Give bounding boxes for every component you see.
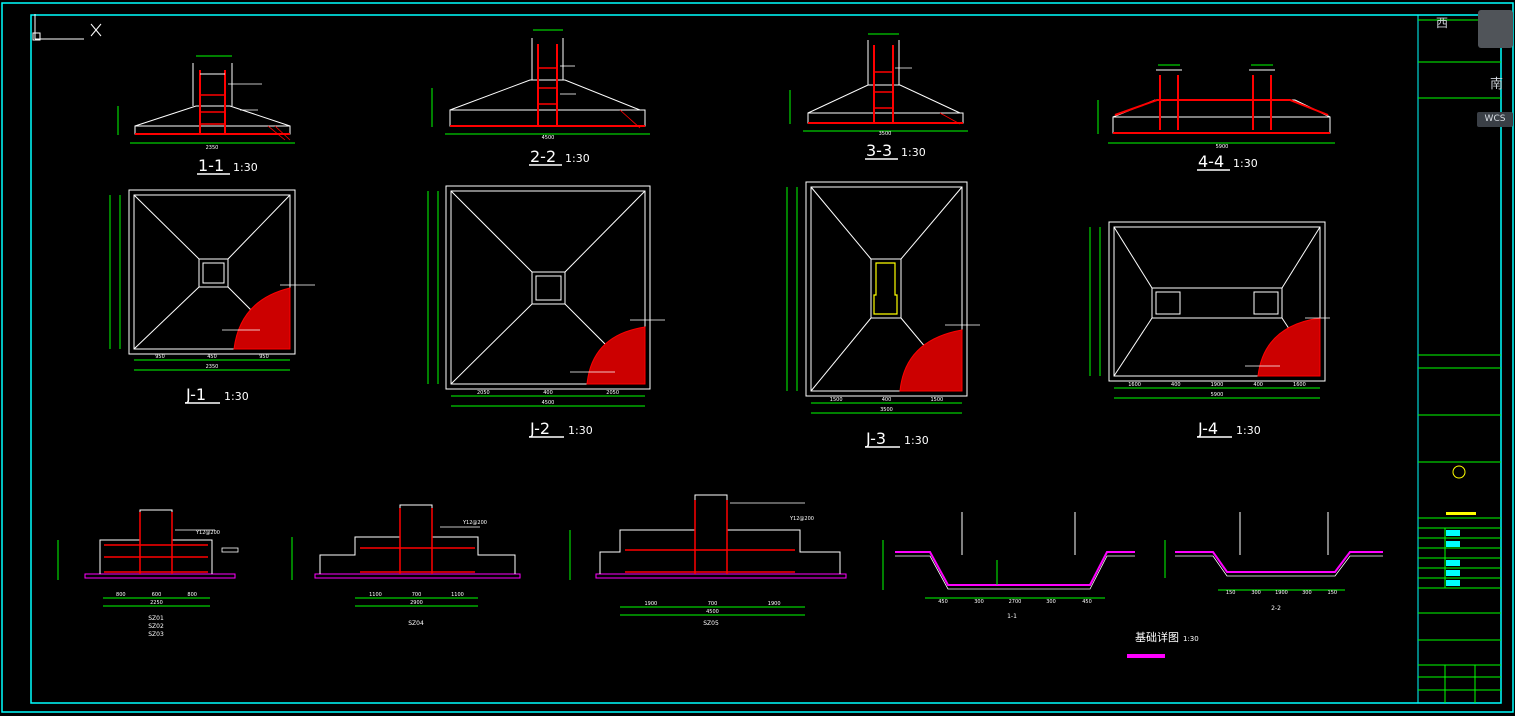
plan-title-J-3: J-3 xyxy=(865,429,886,448)
plan-title-J-2: J-2 xyxy=(529,419,550,438)
section-scale-1-1: 1:30 xyxy=(233,161,258,174)
section-title-1-1: 1-1 xyxy=(198,156,224,175)
viewcube-west-label[interactable]: 西 xyxy=(1436,16,1449,30)
section-title-3-3: 3-3 xyxy=(866,141,892,160)
main-title: 基础详图 xyxy=(1135,630,1179,644)
plan-dim: 2050 xyxy=(606,390,619,396)
section-2-2 xyxy=(431,29,650,135)
trench-dim: 450 xyxy=(938,599,948,605)
detail-rebar-note: Y12@200 xyxy=(789,516,814,522)
plan-total-dim: 4500 xyxy=(542,400,555,406)
plan-dim: 400 xyxy=(543,390,553,396)
plan-dim: 400 xyxy=(1171,382,1181,388)
detail-dim: 600 xyxy=(152,592,162,598)
plan-j-2 xyxy=(427,185,665,407)
detail-name-SZ04: SZ04 xyxy=(408,620,424,627)
section-width-dim: 5900 xyxy=(1216,144,1229,150)
viewcube-south-label[interactable]: 南 xyxy=(1490,77,1504,92)
section-1-1 xyxy=(117,55,295,144)
section-width-dim: 2350 xyxy=(206,145,219,151)
trench-1-1 xyxy=(882,512,1135,599)
section-scale-3-3: 1:30 xyxy=(901,146,926,159)
detail-sz05 xyxy=(569,494,847,616)
plan-scale-J-3: 1:30 xyxy=(904,434,929,447)
detail-dim: 800 xyxy=(116,592,126,598)
drawing-labels: 1-1 1:30 2350 2-2 1:30 4500 3-3 1:30 3500 4-4 1:30… xyxy=(116,131,1337,644)
title-underline xyxy=(1127,654,1165,658)
plan-total-dim: 3500 xyxy=(880,407,893,413)
trench-dim: 300 xyxy=(974,599,984,605)
section-width-dim: 3500 xyxy=(879,131,892,137)
plan-dim: 450 xyxy=(207,354,217,360)
trench-dim: 150 xyxy=(1226,590,1236,596)
plan-dim: 1500 xyxy=(830,397,843,403)
detail-total-dim: 2250 xyxy=(150,600,163,606)
trench-dim: 450 xyxy=(1082,599,1092,605)
plan-scale-J-4: 1:30 xyxy=(1236,424,1261,437)
detail-dim: 1100 xyxy=(369,592,382,598)
detail-dim: 700 xyxy=(708,601,718,607)
detail-rebar-note: Y12@200 xyxy=(462,520,487,526)
plan-dim: 950 xyxy=(155,354,165,360)
detail-total-dim: 2900 xyxy=(410,600,423,606)
viewcube[interactable] xyxy=(1478,10,1513,48)
plan-dim: 1500 xyxy=(930,397,943,403)
trench-dim: 2700 xyxy=(1009,599,1022,605)
plan-j-1 xyxy=(109,189,315,371)
section-scale-2-2: 1:30 xyxy=(565,152,590,165)
main-title-scale: 1:30 xyxy=(1183,635,1199,643)
plan-dim: 400 xyxy=(1253,382,1263,388)
trench-dim: 300 xyxy=(1046,599,1056,605)
plan-dim: 1900 xyxy=(1211,382,1224,388)
detail-name-SZ01: SZ01 xyxy=(148,615,164,622)
wcs-button[interactable]: WCS xyxy=(1477,112,1513,127)
trench-2-2 xyxy=(1164,512,1383,591)
plan-scale-J-2: 1:30 xyxy=(568,424,593,437)
plan-dim: 1600 xyxy=(1128,382,1141,388)
plan-dim: 2050 xyxy=(477,390,490,396)
section-title-2-2: 2-2 xyxy=(530,147,556,166)
detail-dim: 800 xyxy=(187,592,197,598)
plan-total-dim: 2350 xyxy=(206,364,219,370)
trench-name-2-2: 2-2 xyxy=(1271,605,1281,612)
section-4-4 xyxy=(1097,64,1335,144)
plan-total-dim: 5900 xyxy=(1211,392,1224,398)
plan-title-J-1: J-1 xyxy=(185,385,206,404)
plan-j-3 xyxy=(786,181,980,414)
section-3-3 xyxy=(789,33,968,132)
detail-rebar-note: Y12@200 xyxy=(195,530,220,536)
detail-dim: 1900 xyxy=(768,601,781,607)
plan-dim: 950 xyxy=(259,354,269,360)
plan-dim: 1600 xyxy=(1293,382,1306,388)
plan-j-4 xyxy=(1089,221,1330,399)
plan-title-J-4: J-4 xyxy=(1197,419,1218,438)
section-scale-4-4: 1:30 xyxy=(1233,157,1258,170)
detail-dim: 1100 xyxy=(451,592,464,598)
detail-name-SZ05: SZ05 xyxy=(703,620,719,627)
section-width-dim: 4500 xyxy=(542,135,555,141)
detail-name-SZ03: SZ03 xyxy=(148,631,164,638)
detail-sz04 xyxy=(291,504,521,607)
plan-scale-J-1: 1:30 xyxy=(224,390,249,403)
detail-sz01 xyxy=(57,509,239,607)
plan-dim: 400 xyxy=(882,397,892,403)
detail-dim: 1900 xyxy=(644,601,657,607)
title-block xyxy=(1417,14,1502,704)
section-title-4-4: 4-4 xyxy=(1198,152,1224,171)
detail-dim: 700 xyxy=(412,592,422,598)
detail-total-dim: 4500 xyxy=(706,609,719,615)
trench-dim: 150 xyxy=(1328,590,1338,596)
trench-dim: 300 xyxy=(1302,590,1312,596)
trench-name-1-1: 1-1 xyxy=(1007,613,1017,620)
ucs-icon xyxy=(32,14,102,41)
trench-dim: 300 xyxy=(1251,590,1261,596)
detail-name-SZ02: SZ02 xyxy=(148,623,164,630)
trench-dim: 1900 xyxy=(1275,590,1288,596)
